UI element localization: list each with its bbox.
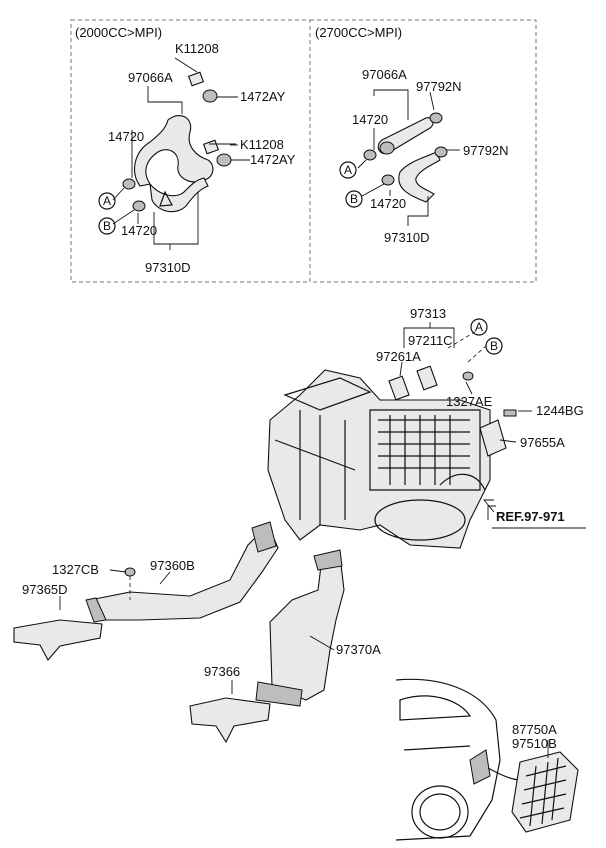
label-14720-right-1: 14720 xyxy=(352,112,388,127)
label-97310d-right: 97310D xyxy=(384,230,430,245)
callout-b-circle xyxy=(98,217,116,235)
section-title-2700cc: (2700CC>MPI) xyxy=(315,25,402,40)
label-14720-left-2: 14720 xyxy=(121,223,157,238)
label-87750a: 87750A xyxy=(512,722,557,737)
label-97510b: 97510B xyxy=(512,736,557,751)
label-14720-right-2: 14720 xyxy=(370,196,406,211)
callout-a-right: A xyxy=(344,163,352,177)
heater-unit-icon xyxy=(267,365,517,549)
vehicle-rear-icon xyxy=(395,678,529,841)
label-97792n-b: 97792N xyxy=(463,143,509,158)
hose-clamp-icon xyxy=(363,112,448,186)
callout-a-left: A xyxy=(103,194,111,208)
label-97360b: 97360B xyxy=(150,558,195,573)
label-97366: 97366 xyxy=(204,664,240,679)
label-14720-left-1: 14720 xyxy=(108,129,144,144)
callout-a-unit: A xyxy=(475,320,483,334)
label-97261a: 97261A xyxy=(376,349,421,364)
label-97211c: 97211C xyxy=(408,333,453,348)
label-k11208-b: K11208 xyxy=(240,137,284,152)
heater-hose-icon xyxy=(134,115,214,213)
section-box-2700cc xyxy=(309,19,537,283)
label-97066a-left: 97066A xyxy=(128,70,173,85)
label-97313: 97313 xyxy=(410,306,446,321)
label-97066a-right: 97066A xyxy=(362,67,407,82)
label-97792n-a: 97792N xyxy=(416,79,462,94)
label-1472ay-b: 1472AY xyxy=(250,152,296,167)
label-97365d: 97365D xyxy=(22,582,68,597)
section-title-2000cc: (2000CC>MPI) xyxy=(75,25,162,40)
callout-b-right: B xyxy=(350,192,358,206)
section-box-2000cc xyxy=(70,19,311,283)
callout-b-left: B xyxy=(103,219,111,233)
heater-hose-icon xyxy=(377,117,441,203)
ventilation-grille-icon xyxy=(511,751,579,833)
label-97655a: 97655A xyxy=(520,435,565,450)
callout-b-unit: B xyxy=(490,339,498,353)
label-1472ay-a: 1472AY xyxy=(240,89,286,104)
label-k11208-a: K11208 xyxy=(175,41,219,56)
label-1327cb: 1327CB xyxy=(52,562,99,577)
label-ref-97-971: REF.97-971 xyxy=(496,509,565,524)
rear-duct-icon xyxy=(13,521,345,744)
label-1327ae: 1327AE xyxy=(446,394,493,409)
label-1244bg: 1244BG xyxy=(536,403,584,418)
callout-a-circle xyxy=(98,192,116,210)
label-97370a: 97370A xyxy=(336,642,381,657)
label-97310d-left: 97310D xyxy=(145,260,191,275)
